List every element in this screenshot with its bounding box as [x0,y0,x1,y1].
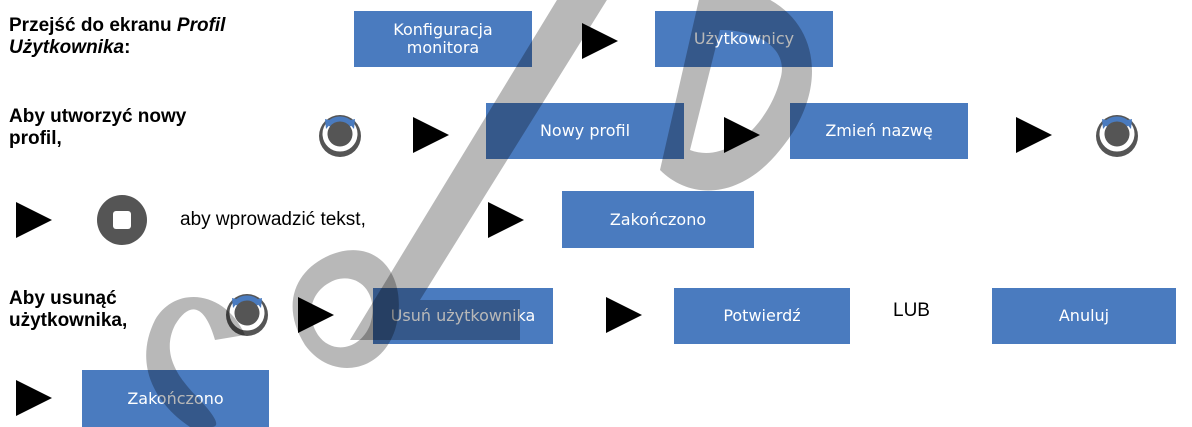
arrow-right-icon [582,23,618,59]
arrow-right-icon [16,380,52,416]
done-button[interactable]: Zakończono [562,191,754,248]
section1-label-text: Przejść do ekranu [9,15,177,36]
arrow-right-icon [724,117,760,153]
monitor-config-line2: monitora [406,38,480,57]
new-profile-button[interactable]: Nowy profil [486,103,684,159]
rename-button[interactable]: Zmień nazwę [790,103,968,159]
arrow-right-icon [606,297,642,333]
cancel-button[interactable]: Anuluj [992,288,1176,344]
rotary-knob-icon [1096,115,1138,157]
confirm-button[interactable]: Potwierdź [674,288,850,344]
section4-label-line1: Aby usunąć [9,288,117,309]
rotary-knob-icon [319,115,361,157]
section4-label: Aby usunąć użytkownika, [9,288,229,332]
section1-label-italic2: Użytkownika [9,37,125,58]
section1-label: Przejść do ekranu Profil Użytkownika: [9,15,319,59]
delete-user-button[interactable]: Usuń użytkownika [373,288,553,344]
rotary-knob-icon [226,294,268,336]
section2-label-line2: profil, [9,128,62,149]
monitor-config-line1: Konfiguracja [393,20,493,39]
section1-label-end: : [124,37,131,58]
enter-text-instruction: aby wprowadzić tekst, [180,209,366,230]
arrow-right-icon [1016,117,1052,153]
monitor-config-button[interactable]: Konfiguracja monitora [354,11,532,67]
done-button[interactable]: Zakończono [82,370,269,427]
section4-label-line2: użytkownika, [9,310,128,331]
arrow-right-icon [413,117,449,153]
arrow-right-icon [488,202,524,238]
stop-square-icon [113,211,131,229]
section1-label-italic1: Profil [176,15,226,36]
or-text: LUB [893,300,930,321]
users-button[interactable]: Użytkownicy [655,11,833,67]
arrow-right-icon [16,202,52,238]
section2-label-line1: Aby utworzyć nowy [9,106,187,127]
section2-label: Aby utworzyć nowy profil, [9,106,299,150]
stop-button-icon [97,195,147,245]
arrow-right-icon [298,297,334,333]
